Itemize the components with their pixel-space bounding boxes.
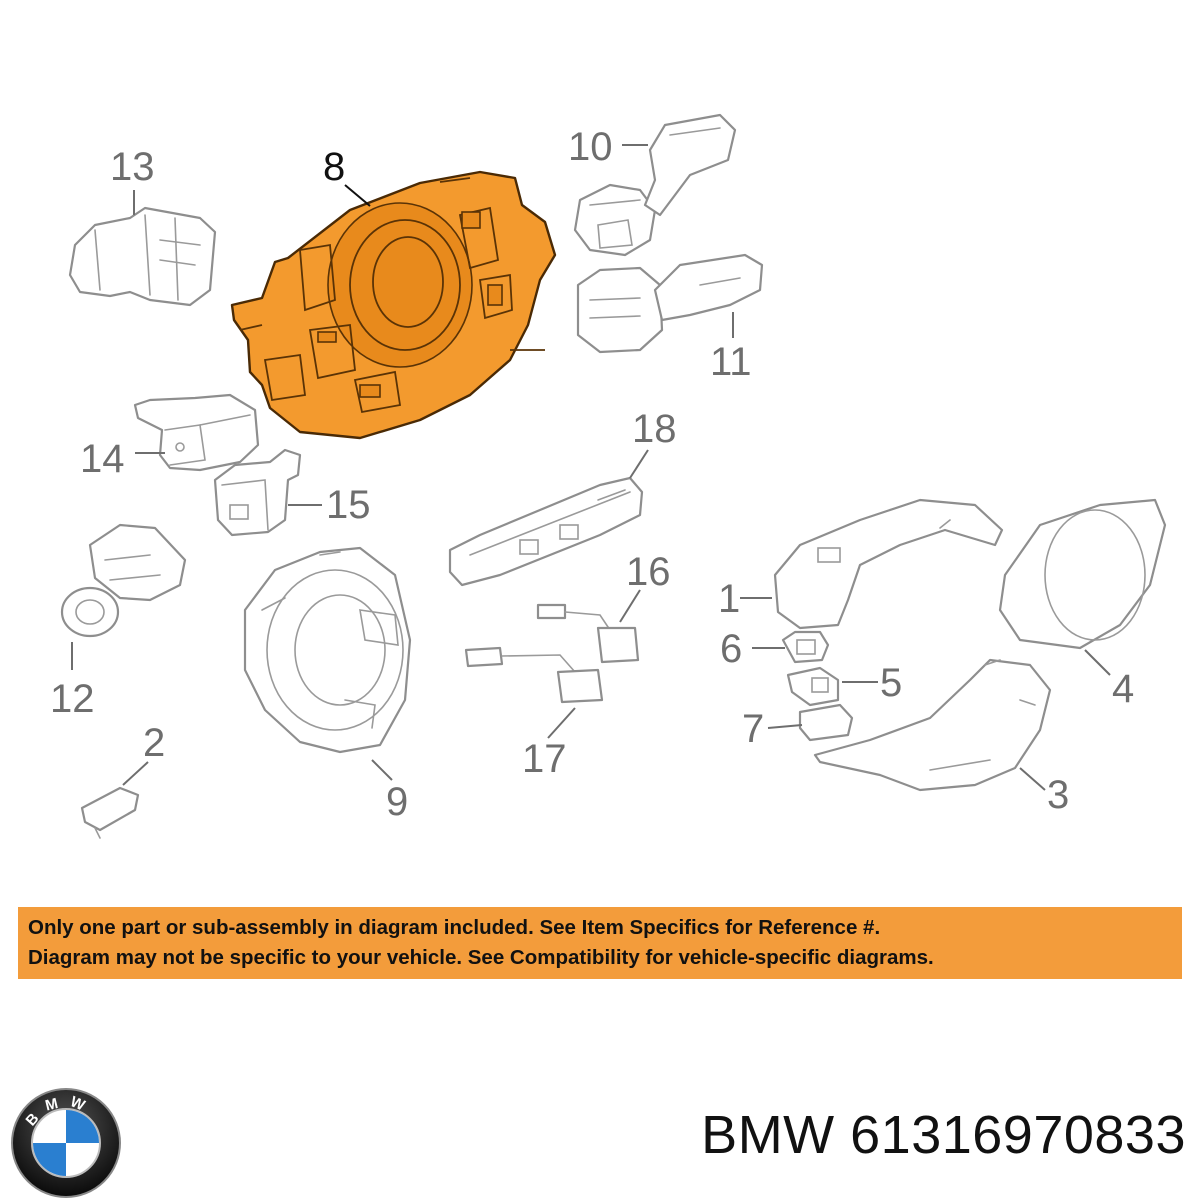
callout-7: 7	[742, 707, 764, 751]
callout-14: 14	[80, 437, 125, 481]
callout-8: 8	[323, 145, 345, 189]
part-3-lower-shroud	[813, 658, 1052, 792]
part-2-cover	[80, 786, 140, 839]
parts-diagram: 8 13 10 11 14 15 12 2 9 18 16 17 1 6 5 7…	[50, 113, 1167, 839]
callout-18: 18	[632, 407, 677, 451]
part-10-stalk-switch	[573, 113, 737, 257]
leader-lines	[71, 144, 1111, 791]
callout-10: 10	[568, 125, 613, 169]
part-18-switch-panel	[448, 476, 644, 587]
disclaimer-banner: Only one part or sub-assembly in diagram…	[18, 907, 1182, 979]
callout-15: 15	[326, 483, 371, 527]
part-number-caption: BMW 61316970833	[701, 1105, 1186, 1165]
callout-5: 5	[880, 661, 902, 705]
part-9-clock-spring	[243, 546, 412, 754]
callout-17: 17	[522, 737, 567, 781]
callout-1: 1	[718, 577, 740, 621]
part-4-trim-ring	[998, 498, 1167, 650]
disclaimer-line-2: Diagram may not be specific to your vehi…	[28, 946, 934, 969]
callout-12: 12	[50, 677, 95, 721]
disclaimer-line-1: Only one part or sub-assembly in diagram…	[28, 916, 881, 939]
part-1-upper-shroud	[773, 498, 1004, 630]
callout-4: 4	[1112, 667, 1134, 711]
part-16-connector	[536, 603, 640, 664]
callout-2: 2	[143, 721, 165, 765]
part-6-trim	[781, 630, 830, 664]
callout-labels: 8 13 10 11 14 15 12 2 9 18 16 17 1 6 5 7…	[50, 125, 1134, 824]
part-5-trim	[786, 666, 840, 707]
part-7-trim	[798, 703, 854, 742]
part-12-ignition-switch	[60, 523, 187, 638]
bmw-logo: BMW	[11, 1088, 121, 1198]
callout-11: 11	[710, 340, 752, 384]
callout-13: 13	[110, 145, 155, 189]
part-17-harness	[464, 646, 604, 704]
callout-16: 16	[626, 550, 671, 594]
part-14-switch	[133, 393, 260, 472]
part-8-switch-cluster	[230, 170, 557, 440]
part-15-switch	[213, 448, 302, 537]
callout-3: 3	[1047, 773, 1069, 817]
part-11-stalk-switch	[576, 253, 764, 354]
part-13-switch	[68, 206, 217, 307]
callout-9: 9	[386, 780, 408, 824]
callout-6: 6	[720, 627, 742, 671]
